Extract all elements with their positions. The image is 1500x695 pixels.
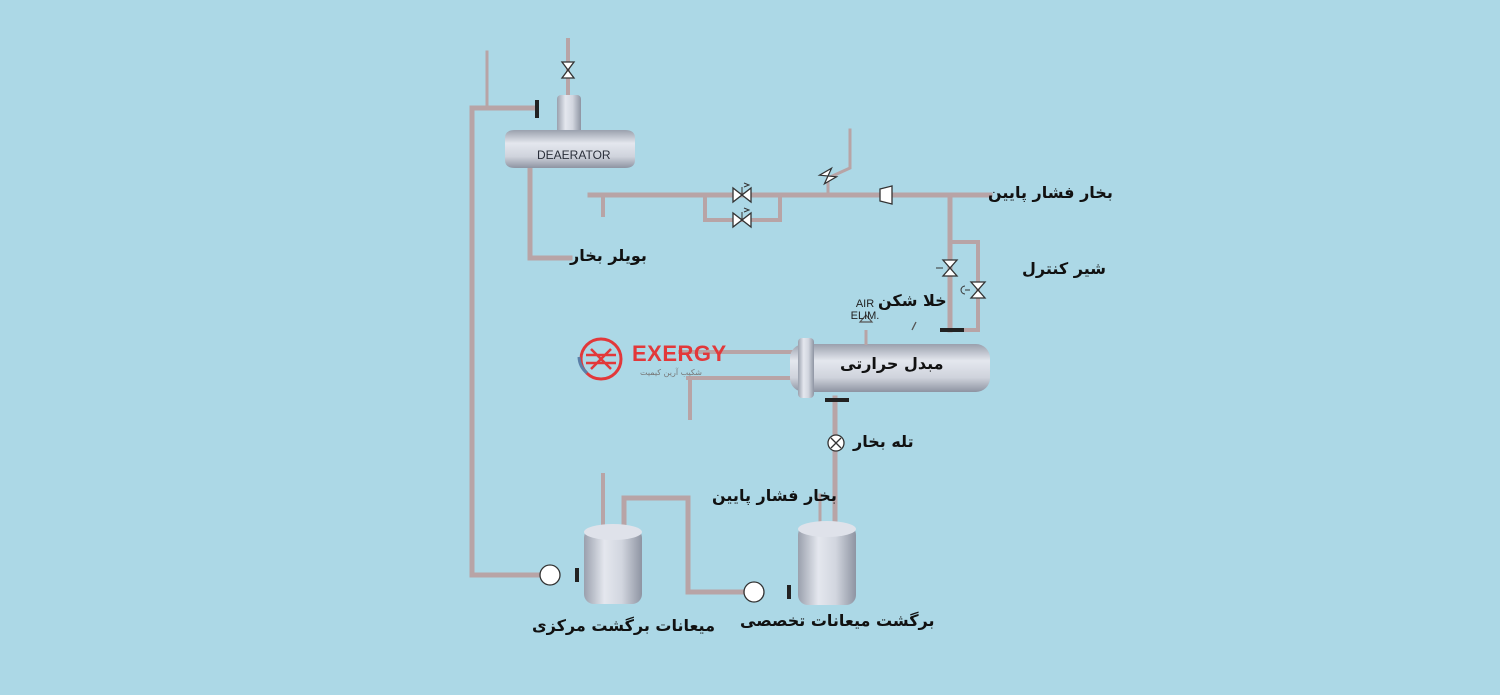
pipe-network (469, 38, 993, 595)
special-condensate-tank (798, 521, 856, 605)
steam-boiler-label: بویلر بخار (570, 246, 647, 265)
deaerator-to-boiler-pipe (527, 162, 573, 261)
low-pressure-steam-top-label: بخار فشار پایین (988, 183, 1113, 202)
air-elim-line2: ELIM. (850, 310, 880, 322)
air-elim-label: AIR ELIM. (848, 298, 882, 322)
central-condensate-return-label: میعانات برگشت مرکزی (532, 616, 715, 635)
check-valve-icon[interactable] (879, 185, 893, 205)
control-valve-label: شیر کنترل (1022, 259, 1106, 278)
deaerator-label: DEAERATOR (537, 148, 611, 162)
low-pressure-steam-bottom-label: بخار فشار پایین (712, 486, 837, 505)
tank-link-pipe (621, 495, 748, 595)
air-elim-line1: AIR (855, 298, 875, 310)
valve-icon[interactable] (560, 61, 576, 79)
pump-icon[interactable] (539, 564, 579, 586)
heat-exchanger-label: مبدل حرارتی (840, 354, 944, 373)
valve-icon[interactable] (960, 281, 987, 299)
steam-trap-icon[interactable] (827, 434, 845, 452)
logo-icon (577, 337, 623, 381)
steam-trap-label: تله بخار (853, 432, 914, 451)
return-pipe-left (469, 105, 541, 578)
valve-icon[interactable] (732, 207, 752, 229)
heat-exchanger (790, 314, 990, 402)
valve-icon[interactable] (732, 182, 752, 204)
logo-name: EXERGY (632, 341, 727, 366)
logo-tagline: شکیب آرین کیمیت (640, 368, 702, 377)
hx-pipe-lower (686, 376, 802, 420)
central-condensate-tank (584, 524, 642, 604)
pump-icon[interactable] (743, 581, 791, 603)
vacuum-breaker-label: خلا شکن (878, 291, 947, 310)
valve-icon[interactable] (936, 259, 959, 277)
relief-valve-icon[interactable] (817, 166, 839, 186)
deaerator (505, 95, 635, 168)
special-condensate-return-label: برگشت میعانات تخصصی (740, 611, 935, 630)
relief-branch (826, 128, 852, 197)
